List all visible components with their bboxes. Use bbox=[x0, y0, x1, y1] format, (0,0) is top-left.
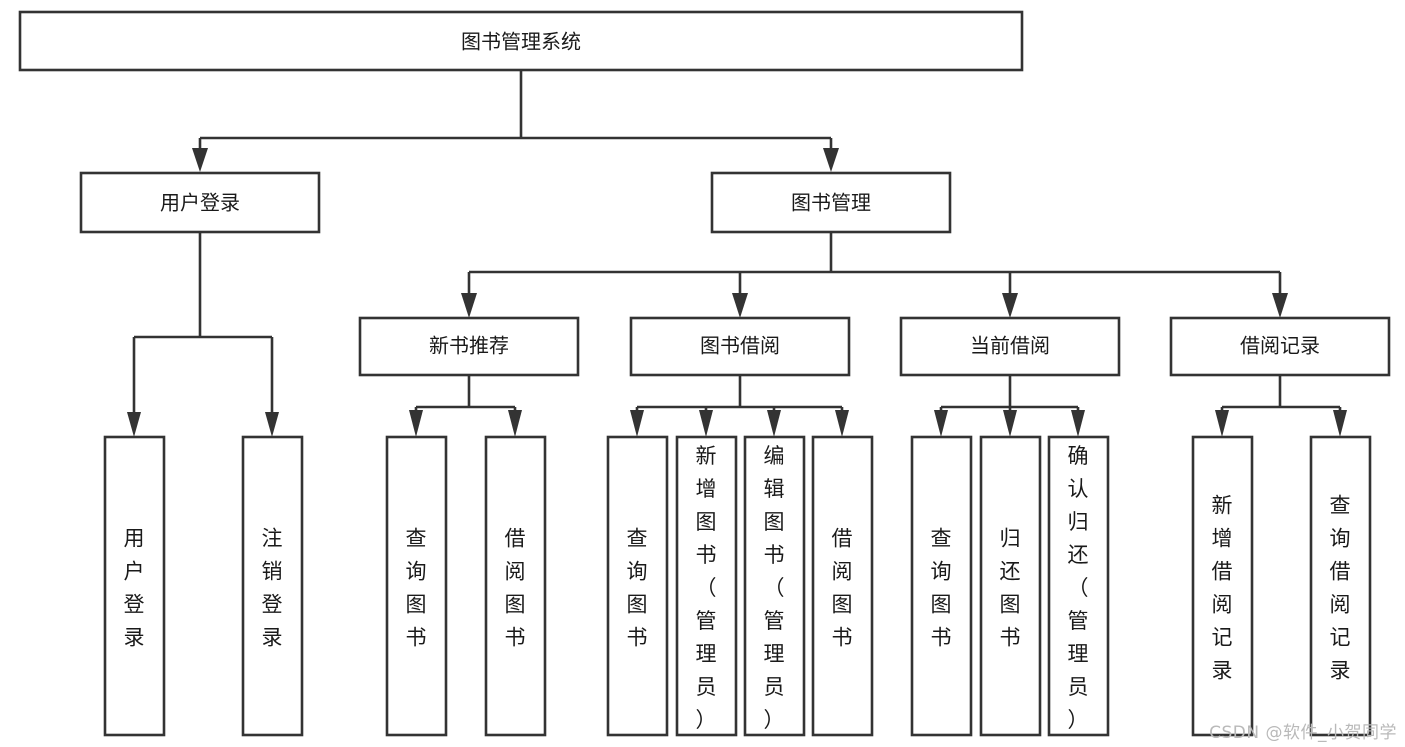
leaf-node-current-borrow-1[interactable]: 归还图书 bbox=[979, 435, 1042, 737]
leaf-node-new-book-1-box bbox=[484, 435, 547, 737]
leaf-node-user-login-0[interactable]: 用户登录 bbox=[103, 435, 166, 737]
leaf-node-borrow-record-0-box bbox=[1191, 435, 1254, 737]
arrow-head-new-book bbox=[461, 293, 477, 318]
leaf-node-current-borrow-2-label: 确认归还（管理员） bbox=[1068, 444, 1089, 732]
arrow-head-user-login-leaf-1 bbox=[265, 412, 279, 437]
arrow-head-current-borrow-leaf-0 bbox=[934, 410, 948, 437]
leaf-node-book-borrow-1[interactable]: 新增图书（管理员） bbox=[675, 435, 738, 737]
node-new-book-recommend-label: 新书推荐 bbox=[429, 334, 509, 358]
arrow-head-user-login bbox=[192, 148, 208, 172]
node-current-borrow-label: 当前借阅 bbox=[970, 334, 1050, 358]
leaf-node-current-borrow-0-box bbox=[910, 435, 973, 737]
leaf-node-user-login-1-box bbox=[241, 435, 304, 737]
node-new-book-recommend-box bbox=[358, 316, 580, 377]
arrow-head-borrow-record-leaf-0 bbox=[1215, 410, 1229, 437]
leaf-node-new-book-0-box bbox=[385, 435, 448, 737]
arrow-head-book-borrow-leaf-0 bbox=[630, 410, 644, 437]
node-book-management[interactable]: 图书管理 bbox=[710, 171, 952, 234]
arrow-head-current-borrow-leaf-1 bbox=[1003, 410, 1017, 437]
leaf-node-new-book-1-label: 借阅图书 bbox=[505, 527, 526, 650]
leaf-node-borrow-record-1-box bbox=[1309, 435, 1372, 737]
leaf-node-new-book-0[interactable]: 查询图书 bbox=[385, 435, 448, 737]
leaf-node-current-borrow-1-box bbox=[979, 435, 1042, 737]
arrow-head-borrow-record-leaf-1 bbox=[1333, 410, 1347, 437]
node-new-book-recommend[interactable]: 新书推荐 bbox=[358, 316, 580, 377]
node-root-book-management-system[interactable]: 图书管理系统 bbox=[18, 10, 1024, 72]
node-user-login[interactable]: 用户登录 bbox=[79, 171, 321, 234]
node-book-management-label: 图书管理 bbox=[791, 191, 871, 215]
connector-group bbox=[127, 70, 1347, 437]
arrow-head-book-borrow-leaf-3 bbox=[835, 410, 849, 437]
node-user-login-box bbox=[79, 171, 321, 234]
node-borrow-record-label: 借阅记录 bbox=[1240, 334, 1320, 358]
node-root-label: 图书管理系统 bbox=[461, 30, 581, 54]
leaf-node-current-borrow-0[interactable]: 查询图书 bbox=[910, 435, 973, 737]
arrow-head-book-mgmt bbox=[823, 148, 839, 172]
node-borrow-record-box bbox=[1169, 316, 1391, 377]
node-book-borrow[interactable]: 图书借阅 bbox=[629, 316, 851, 377]
leaf-node-book-borrow-2[interactable]: 编辑图书（管理员） bbox=[743, 435, 806, 737]
arrow-head-current-borrow-leaf-2 bbox=[1071, 410, 1085, 437]
arrow-head-book-borrow bbox=[732, 293, 748, 318]
node-book-management-box bbox=[710, 171, 952, 234]
leaf-node-borrow-record-1[interactable]: 查询借阅记录 bbox=[1309, 435, 1372, 737]
node-borrow-record[interactable]: 借阅记录 bbox=[1169, 316, 1391, 377]
leaf-node-borrow-record-0-label: 新增借阅记录 bbox=[1212, 494, 1233, 683]
leaf-node-book-borrow-3-box bbox=[811, 435, 874, 737]
arrow-head-book-borrow-leaf-2 bbox=[767, 410, 781, 437]
node-book-borrow-label: 图书借阅 bbox=[700, 334, 780, 358]
arrow-head-new-book-leaf-0 bbox=[409, 410, 423, 437]
node-user-login-label: 用户登录 bbox=[160, 191, 240, 215]
leaf-node-book-borrow-3[interactable]: 借阅图书 bbox=[811, 435, 874, 737]
leaf-node-user-login-1-label: 注销登录 bbox=[262, 527, 283, 650]
arrow-head-book-borrow-leaf-1 bbox=[699, 410, 713, 437]
leaf-node-borrow-record-0[interactable]: 新增借阅记录 bbox=[1191, 435, 1254, 737]
leaf-node-user-login-1[interactable]: 注销登录 bbox=[241, 435, 304, 737]
arrow-head-borrow-record bbox=[1272, 293, 1288, 318]
leaf-node-book-borrow-1-label: 新增图书（管理员） bbox=[696, 444, 717, 732]
arrow-head-user-login-leaf-0 bbox=[127, 412, 141, 437]
leaf-node-book-borrow-0-box bbox=[606, 435, 669, 737]
leaf-node-book-borrow-1-box bbox=[675, 435, 738, 737]
leaf-node-user-login-0-label: 用户登录 bbox=[124, 527, 145, 650]
arrow-head-new-book-leaf-1 bbox=[508, 410, 522, 437]
node-book-borrow-box bbox=[629, 316, 851, 377]
leaf-node-new-book-1[interactable]: 借阅图书 bbox=[484, 435, 547, 737]
leaf-node-borrow-record-1-label: 查询借阅记录 bbox=[1330, 494, 1351, 683]
leaf-node-book-borrow-0-label: 查询图书 bbox=[627, 527, 648, 650]
leaf-node-book-borrow-0[interactable]: 查询图书 bbox=[606, 435, 669, 737]
leaf-node-current-borrow-2[interactable]: 确认归还（管理员） bbox=[1047, 435, 1110, 737]
leaf-node-book-borrow-2-label: 编辑图书（管理员） bbox=[764, 444, 785, 732]
node-root-box bbox=[18, 10, 1024, 72]
leaf-node-current-borrow-2-box bbox=[1047, 435, 1110, 737]
node-current-borrow-box bbox=[899, 316, 1121, 377]
leaf-node-current-borrow-0-label: 查询图书 bbox=[931, 527, 952, 650]
leaf-node-user-login-0-box bbox=[103, 435, 166, 737]
leaf-node-current-borrow-1-label: 归还图书 bbox=[1000, 527, 1021, 650]
leaf-node-book-borrow-2-box bbox=[743, 435, 806, 737]
leaf-node-new-book-0-label: 查询图书 bbox=[406, 527, 427, 650]
leaf-node-book-borrow-3-label: 借阅图书 bbox=[832, 527, 853, 650]
arrow-head-current-borrow bbox=[1002, 293, 1018, 318]
node-current-borrow[interactable]: 当前借阅 bbox=[899, 316, 1121, 377]
